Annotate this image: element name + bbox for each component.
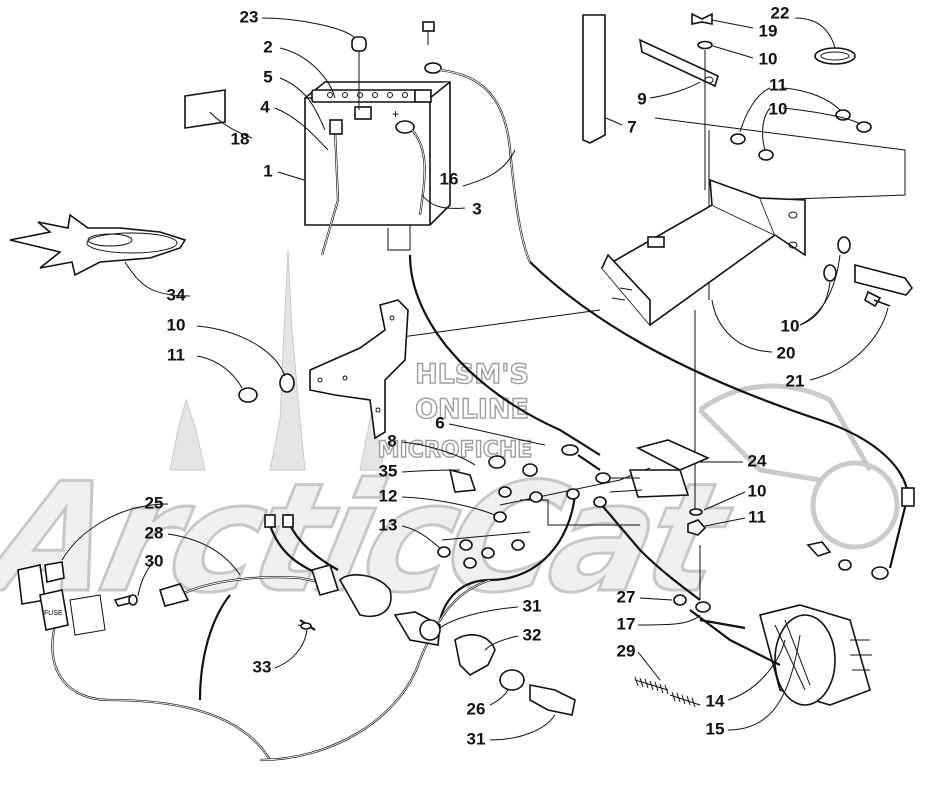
callout-12: 12: [379, 486, 398, 505]
battery: +: [304, 81, 451, 256]
watermark-line3: MICROFICHE: [378, 438, 533, 463]
callout-11b: 11: [167, 345, 185, 364]
callout-4: 4: [260, 97, 270, 116]
tray-bolts: [823, 236, 914, 308]
callout-28: 28: [145, 523, 164, 542]
callout-29: 29: [617, 641, 636, 660]
watermark: ArcticCat HLSM'S ONLINE MICROFICHE: [0, 249, 900, 627]
callout-22: 22: [771, 3, 790, 22]
watermark-line2: ONLINE: [415, 394, 529, 425]
fuse-text: FUSE: [44, 610, 63, 617]
callout-31a: 31: [523, 596, 542, 615]
watermark-motorcycle: [698, 383, 900, 550]
springs: [634, 676, 701, 708]
star-logo: [9, 213, 187, 277]
callout-17: 17: [617, 614, 636, 633]
callout-10c: 10: [167, 315, 186, 334]
positive-cable: [422, 21, 910, 496]
callout-5: 5: [263, 67, 272, 86]
callout-14: 14: [706, 691, 725, 710]
assembly-lines: [379, 117, 906, 600]
callout-20: 20: [777, 343, 796, 362]
callout-32: 32: [523, 625, 542, 644]
callout-27: 27: [617, 587, 636, 606]
starter-motor: [673, 594, 872, 706]
callout-23: 23: [240, 7, 259, 26]
callout-10a: 10: [759, 49, 778, 68]
callout-19: 19: [759, 21, 778, 40]
callout-34: 34: [167, 285, 186, 304]
wire-harness: [51, 514, 491, 762]
callout-35: 35: [379, 461, 398, 480]
callout-11c: 11: [748, 507, 766, 526]
nuts-washers-top: [730, 109, 872, 161]
callout-26: 26: [467, 699, 486, 718]
callout-21: 21: [786, 371, 805, 390]
callout-13: 13: [379, 515, 398, 534]
lower-right-hardware: [806, 487, 915, 580]
callout-1: 1: [263, 161, 272, 180]
callout-6: 6: [435, 413, 444, 432]
terminal-cap: [351, 36, 367, 110]
battery-plus: +: [392, 107, 399, 121]
small-hardware: [437, 455, 543, 569]
callout-18: 18: [231, 129, 250, 148]
callout-10d: 10: [781, 316, 800, 335]
leader-lines: [61, 17, 889, 741]
callout-10b: 10: [769, 99, 788, 118]
callout-16: 16: [440, 169, 459, 188]
callout-33: 33: [253, 657, 272, 676]
fuse-holder: FUSE: [17, 561, 313, 636]
battery-tray: [600, 178, 806, 327]
callout-25: 25: [145, 493, 164, 512]
callout-24: 24: [748, 451, 767, 470]
callout-3: 3: [472, 199, 481, 218]
negative-cable: [395, 120, 601, 456]
callout-15: 15: [706, 719, 725, 738]
callout-11a: 11: [769, 75, 787, 94]
callout-9: 9: [637, 89, 646, 108]
callout-labels: 23 2 5 4 18 1 16 3 22 19 10 11 10 9 7 34…: [145, 3, 805, 748]
callout-7: 7: [627, 117, 636, 136]
callout-30: 30: [145, 551, 164, 570]
mounting-plate: [309, 299, 409, 440]
cable-clamp: [814, 47, 856, 65]
callout-8: 8: [387, 431, 396, 450]
solenoid: [595, 439, 710, 536]
battery-strap: [582, 14, 606, 144]
decal: [184, 89, 226, 129]
callout-10e: 10: [748, 481, 767, 500]
callout-31b: 31: [467, 729, 486, 748]
short-cables: [438, 444, 701, 621]
nut-washer-left: [238, 373, 295, 403]
callout-2: 2: [263, 37, 272, 56]
ignition-switch: [393, 611, 576, 716]
hold-down-bracket: [638, 38, 719, 88]
